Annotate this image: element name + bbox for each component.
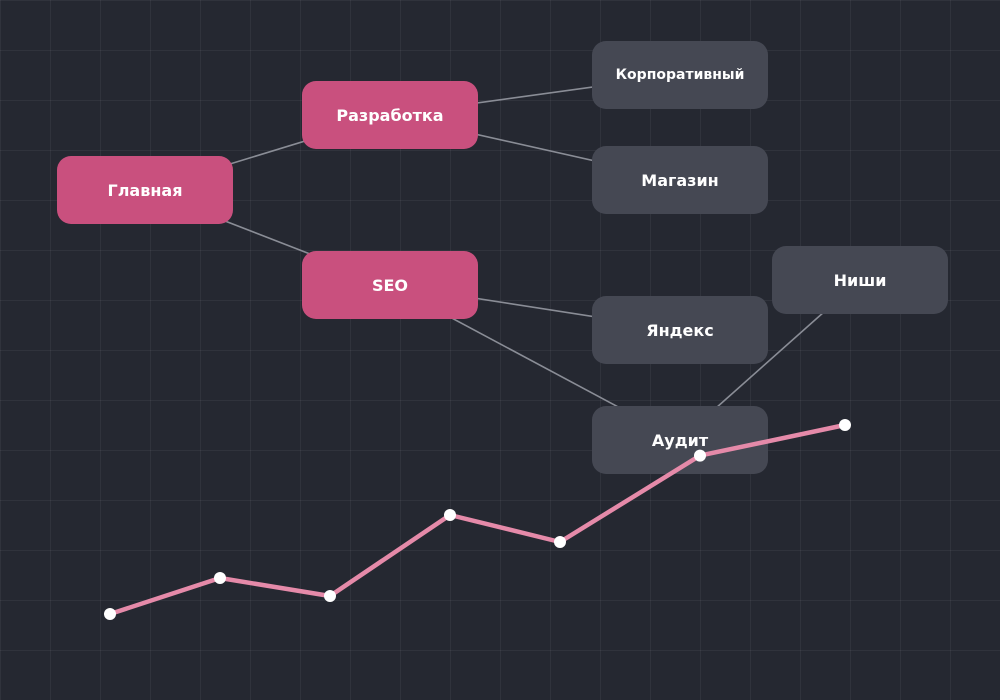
node-corporate-label: Корпоративный [615,67,745,83]
node-yandex-label: Яндекс [646,320,714,340]
trend-point-4[interactable] [444,509,456,521]
trend-point-1[interactable] [104,608,116,620]
node-development[interactable]: Разработка [302,81,478,149]
node-audit[interactable]: Аудит [592,406,768,474]
node-niches[interactable]: Ниши [772,246,948,314]
node-audit-label: Аудит [651,430,709,450]
node-corporate[interactable]: Корпоративный [592,41,768,109]
node-seo-label: SEO [371,275,409,295]
node-development-label: Разработка [336,105,444,125]
node-home-label: Главная [107,180,183,200]
trend-point-5[interactable] [554,536,566,548]
trend-point-3[interactable] [324,590,336,602]
node-shop[interactable]: Магазин [592,146,768,214]
node-shop-label: Магазин [641,170,719,190]
node-home[interactable]: Главная [57,156,233,224]
node-yandex[interactable]: Яндекс [592,296,768,364]
node-niches-label: Ниши [833,270,887,290]
trend-point-6[interactable] [694,449,706,462]
node-seo[interactable]: SEO [302,251,478,319]
trend-point-2[interactable] [214,572,226,584]
trend-point-7[interactable] [839,419,851,431]
